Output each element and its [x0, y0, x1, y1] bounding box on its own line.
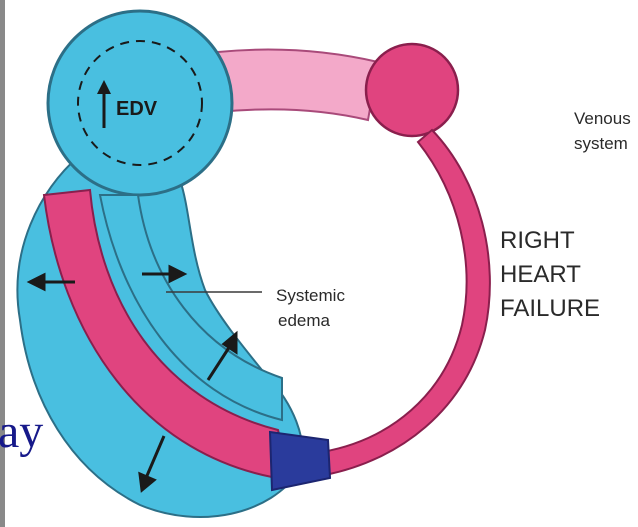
edv-label: EDV	[116, 98, 158, 120]
venous-label-line2: system	[574, 134, 628, 153]
failure-label-line3: FAILURE	[500, 295, 600, 322]
side-text-fragment: ay	[0, 405, 43, 458]
left-heart-circle	[366, 44, 458, 136]
capillary-junction	[270, 432, 330, 490]
edema-label-line1: Systemic	[276, 286, 345, 305]
failure-label-line1: RIGHT	[500, 227, 575, 254]
edema-label-line2: edema	[278, 311, 331, 330]
failure-label-line2: HEART	[500, 261, 581, 288]
return-ring	[322, 130, 490, 475]
venous-label-line1: Venous	[574, 109, 631, 128]
pulmonary-connector	[218, 50, 378, 120]
